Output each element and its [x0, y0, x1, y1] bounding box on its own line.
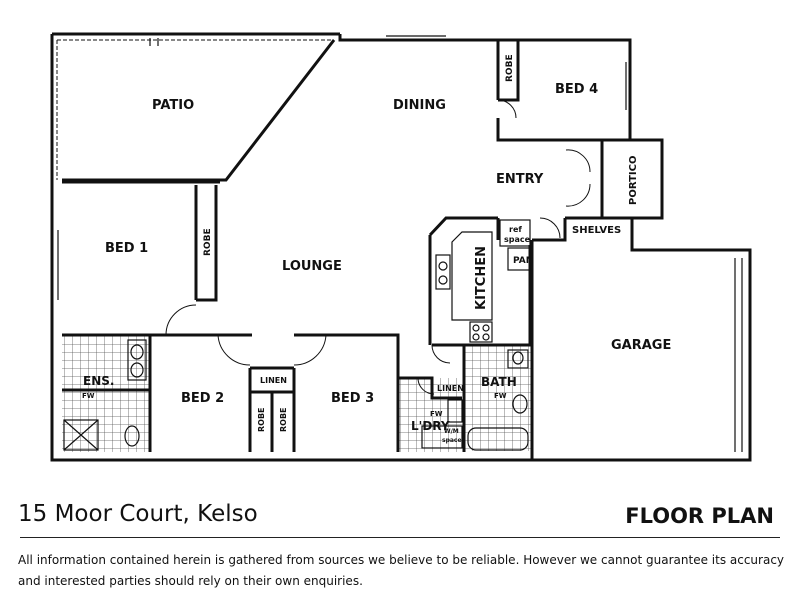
label-bed4: BED 4 — [555, 82, 598, 97]
label-garage: GARAGE — [611, 338, 671, 353]
label-ldry: L'DRY — [411, 419, 450, 433]
label-robe-bed4: ROBE — [505, 54, 515, 82]
label-bath: BATH — [481, 375, 517, 389]
label-linen-ldry: LINEN — [437, 384, 464, 393]
tiled-areas — [62, 336, 532, 452]
disclaimer-line-1: All information contained herein is gath… — [18, 553, 785, 567]
label-linen-bed: LINEN — [260, 376, 287, 385]
label-robe-bed2: ROBE — [257, 407, 266, 432]
label-wm-space-line2: space — [442, 437, 462, 444]
floor-plan-title: FLOOR PLAN — [625, 504, 774, 528]
disclaimer: All information contained herein is gath… — [18, 550, 788, 592]
fixtures — [57, 35, 743, 452]
room-labels: PATIO DINING ROBE BED 4 ENTRY PORTICO BE… — [82, 54, 671, 444]
label-pan: PAN — [513, 256, 533, 266]
label-bed2: BED 2 — [181, 391, 224, 406]
disclaimer-line-2: and interested parties should rely on th… — [18, 574, 363, 588]
property-address: 15 Moor Court, Kelso — [18, 501, 258, 527]
footer-divider — [20, 537, 780, 538]
patio-outline — [56, 39, 334, 180]
label-portico: PORTICO — [628, 156, 639, 205]
label-dining: DINING — [393, 98, 446, 113]
floor-plan-drawing: PATIO DINING ROBE BED 4 ENTRY PORTICO BE… — [50, 32, 752, 462]
label-bath-fw: FW — [494, 392, 507, 400]
label-ref-space-line1: ref — [509, 225, 522, 234]
label-ldry-fw: FW — [430, 410, 443, 418]
label-bed1: BED 1 — [105, 241, 148, 256]
label-patio: PATIO — [152, 98, 194, 113]
door-swings — [165, 99, 591, 395]
label-lounge: LOUNGE — [282, 259, 342, 274]
label-kitchen: KITCHEN — [474, 246, 489, 310]
label-ens: ENS. — [83, 374, 114, 388]
label-entry: ENTRY — [496, 172, 544, 187]
label-shelves: SHELVES — [572, 225, 621, 236]
label-ref-space-line2: space — [504, 235, 531, 244]
label-wm-space-line1: W/M — [444, 428, 459, 435]
label-robe-bed3: ROBE — [279, 407, 288, 432]
label-bed3: BED 3 — [331, 391, 374, 406]
label-ens-fw: FW — [82, 392, 95, 400]
label-robe-bed1: ROBE — [203, 228, 213, 256]
